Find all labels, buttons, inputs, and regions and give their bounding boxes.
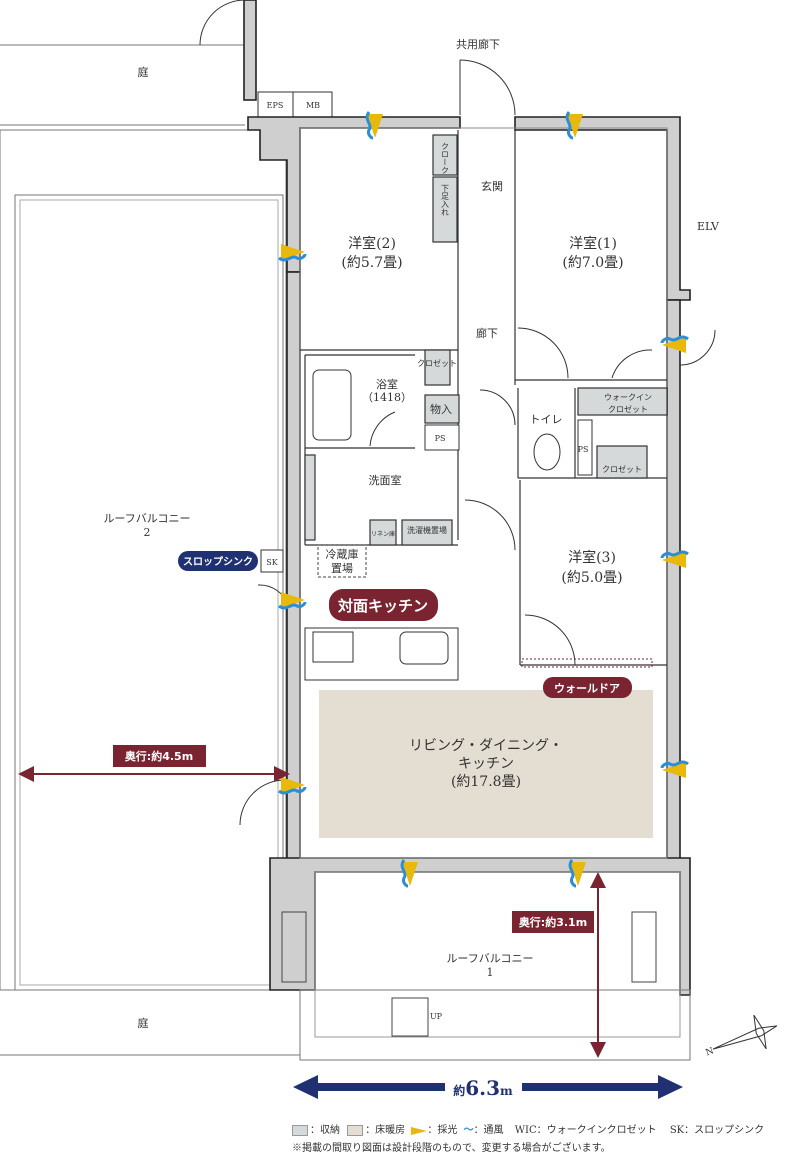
depth-45-badge: 奥行:約4.5m xyxy=(124,749,193,763)
ldk-name: リビング・ダイニング・ xyxy=(409,738,563,754)
roof-balcony-2-number: 2 xyxy=(144,526,151,539)
room2-size: (約5.7畳) xyxy=(341,255,402,271)
window-marker-icon xyxy=(568,858,588,888)
linen-label: リネン庫 xyxy=(371,530,395,538)
dimension-value: 6.3 xyxy=(465,1076,500,1100)
roof-balcony-1-number: 1 xyxy=(487,966,494,979)
legend-storage: ：収納 xyxy=(310,1125,340,1136)
ps-label-2: PS xyxy=(578,445,589,454)
legend-ventilation: ：通風 xyxy=(473,1125,504,1136)
room2-name: 洋室(2) xyxy=(348,235,396,252)
svg-text:N: N xyxy=(704,1046,715,1058)
roof-balcony-1-label: ルーフバルコニー xyxy=(446,952,533,965)
legend-floor-heating: ：床暖房 xyxy=(365,1125,406,1136)
storage-label: 物入 xyxy=(430,402,452,416)
bath-size-label: （1418） xyxy=(362,391,412,404)
room3-name: 洋室(3) xyxy=(568,549,616,566)
floor-heating-swatch xyxy=(347,1125,364,1136)
room3-size: (約5.0畳) xyxy=(561,570,622,586)
toilet-label: トイレ xyxy=(530,413,563,426)
width-dimension: 約6.3m xyxy=(293,1075,683,1100)
eps-label: EPS xyxy=(267,101,284,110)
room1-size: (約7.0畳) xyxy=(562,255,623,271)
garden-top-label: 庭 xyxy=(138,65,149,79)
kitchen-badge: 対面キッチン xyxy=(337,597,428,615)
hallway-label: 廊下 xyxy=(476,326,498,340)
ps-label: PS xyxy=(435,434,446,443)
slop-sink-badge: スロップシンク xyxy=(183,555,253,568)
shoe-storage-label: 下足入れ xyxy=(441,184,450,216)
legend: ：収納 ：床暖房 ：採光 〜：通風 WIC：ウォークインクロゼット SK：スロッ… xyxy=(292,1121,764,1136)
svg-text:約6.3m: 約6.3m xyxy=(453,1076,513,1100)
fridge-label: 冷蔵庫 xyxy=(326,547,359,561)
dimension-prefix: 約 xyxy=(453,1083,465,1098)
legend-wic: WIC：ウォークインクロゼット xyxy=(514,1125,657,1136)
closet-room3-label: クロゼット xyxy=(602,464,642,474)
wall-door-badge: ウォールドア xyxy=(554,682,620,695)
small-labels: クローク 下足入れ 玄関 廊下 クロゼット 物入 PS PS トイレ ウォークイ… xyxy=(260,142,652,575)
fridge-label-2: 置場 xyxy=(331,562,353,575)
washroom-label: 洗面室 xyxy=(369,473,402,487)
daylight-icon xyxy=(411,1126,428,1135)
ventilation-icon: 〜 xyxy=(463,1125,474,1136)
garden-top-area: 庭 xyxy=(0,0,257,126)
room-names: 洋室(2) (約5.7畳) 洋室(1) (約7.0畳) 洋室(3) (約5.0畳… xyxy=(341,235,623,790)
badges: スロップシンク 対面キッチン ウォールドア 奥行:約4.5m 奥行:約3.1m xyxy=(113,551,632,933)
wall-door-outline xyxy=(521,658,653,668)
entrance-label: 玄関 xyxy=(481,179,503,193)
roof-balcony-2-label: ルーフバルコニー xyxy=(103,512,190,525)
garden-bottom-label: 庭 xyxy=(138,1016,149,1030)
dimension-unit: m xyxy=(500,1084,513,1098)
wic-label: ウォークイン xyxy=(604,393,652,402)
compass-icon: N xyxy=(704,1014,778,1058)
storage-swatch xyxy=(292,1125,308,1136)
ldk-name-2: キッチン xyxy=(458,756,514,772)
window-marker-icon xyxy=(400,858,420,888)
closet-small-label: クロゼット xyxy=(417,358,457,368)
eps-mb: EPS MB xyxy=(257,91,333,118)
common-corridor-label: 共用廊下 xyxy=(456,37,500,51)
depth-31-badge: 奥行:約3.1m xyxy=(518,915,587,929)
outer-walls xyxy=(247,116,691,996)
roof-balcony-1: UP ルーフバルコニー 1 xyxy=(281,871,691,1061)
washer-label: 洗濯機置場 xyxy=(407,525,447,535)
cloak-label: クローク xyxy=(441,142,450,174)
wic-label-2: クロゼット xyxy=(608,404,648,414)
floor-heating-area xyxy=(319,690,653,838)
room1-name: 洋室(1) xyxy=(569,235,617,252)
sk-label: SK xyxy=(266,558,278,567)
legend-daylight: ：採光 xyxy=(427,1125,458,1136)
interior-walls xyxy=(300,130,667,681)
storage-areas xyxy=(304,134,668,578)
elv-label: ELV xyxy=(697,220,720,233)
legend-sk: SK：スロップシンク xyxy=(669,1125,765,1136)
stairs-up-label: UP xyxy=(430,1012,443,1021)
legend-note: ※掲載の間取り図面は設計段階のもので、変更する場合がございます。 xyxy=(292,1143,611,1154)
mb-label: MB xyxy=(306,101,320,110)
ldk-size: (約17.8畳) xyxy=(451,774,521,790)
bath-label: 浴室 xyxy=(376,377,398,391)
roof-balcony-2: ルーフバルコニー 2 xyxy=(0,129,287,991)
